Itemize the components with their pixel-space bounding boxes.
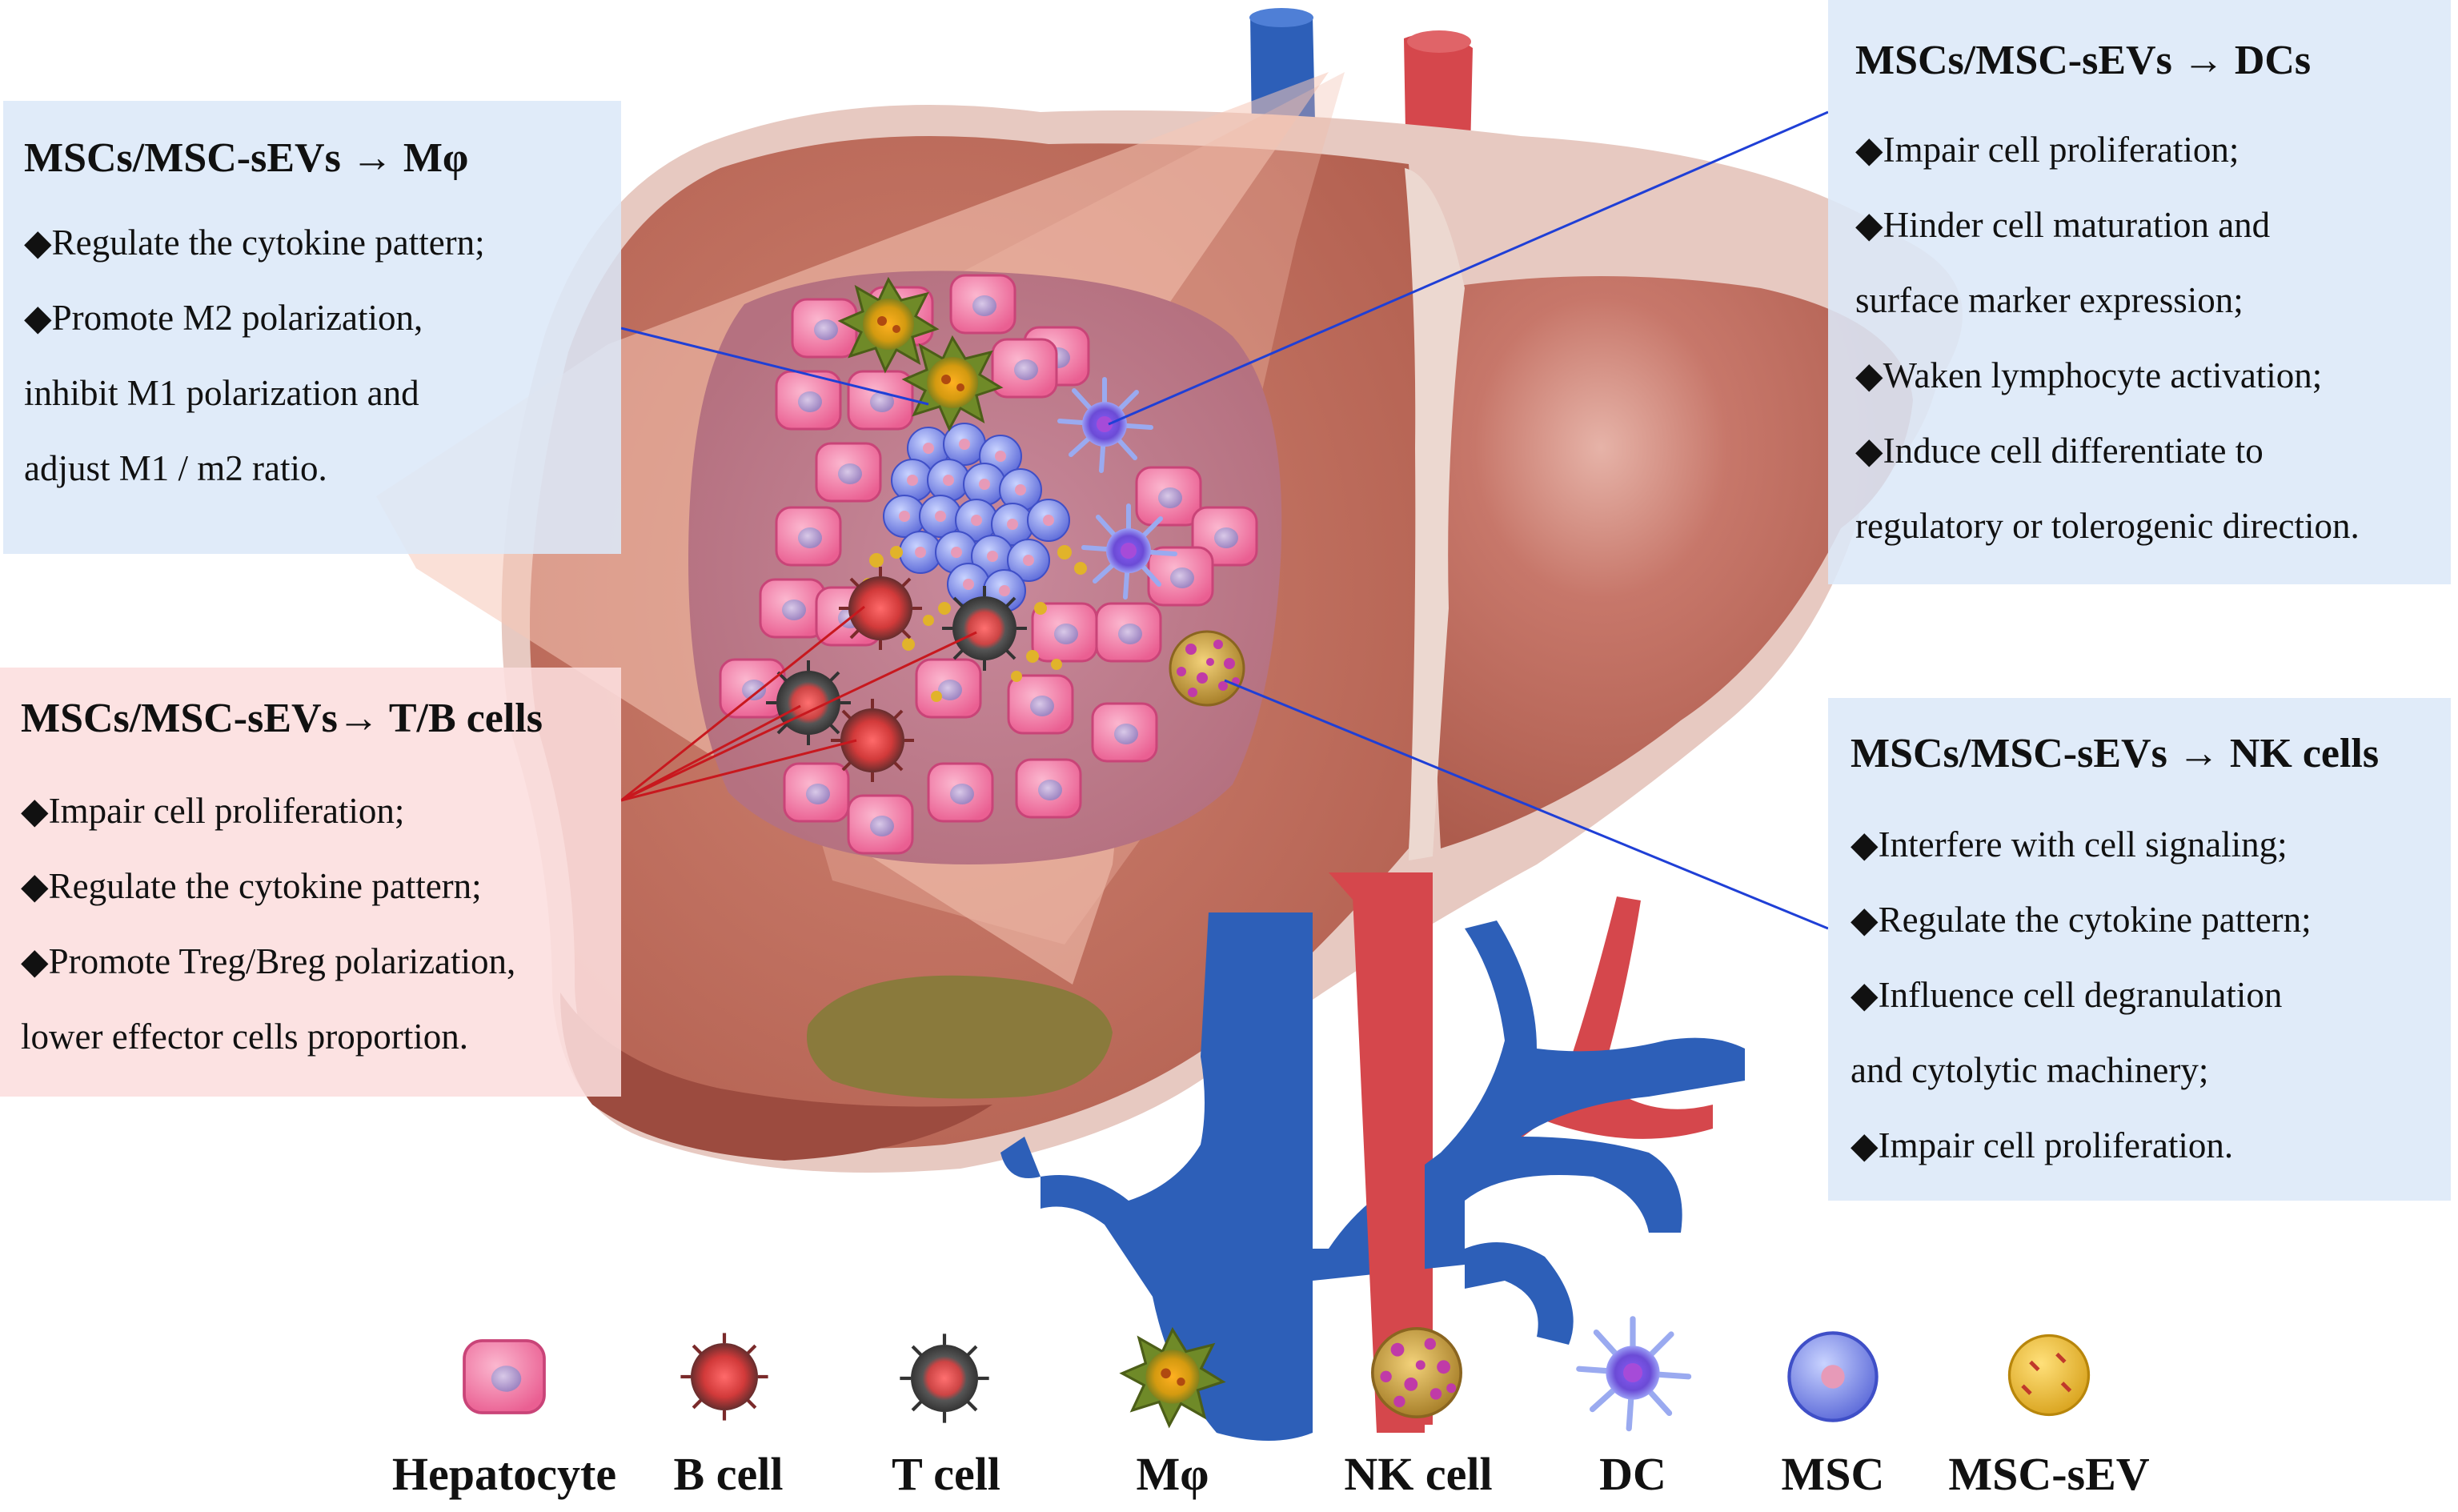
legend: Hepatocyte B cell T cell Mφ NK cell DC M… bbox=[0, 1447, 2458, 1503]
tb-cells-effect-line: ◆Impair cell proliferation; bbox=[21, 790, 405, 831]
macrophage-effect-line: ◆Promote M2 polarization, bbox=[24, 297, 423, 338]
nk-cells-effect-line: and cytolytic machinery; bbox=[1851, 1049, 2209, 1090]
nk-cells-effect-line: ◆Impair cell proliferation. bbox=[1851, 1125, 2234, 1165]
legend-label-msc-sev: MSC-sEV bbox=[1948, 1448, 2150, 1500]
legend-label-b-cell: B cell bbox=[673, 1448, 784, 1500]
tb-cells-panel-title: MSCs/MSC-sEVs→ T/B cells bbox=[21, 696, 543, 741]
legend-label-nk-cell: NK cell bbox=[1344, 1448, 1493, 1500]
nk-cells-effect-line: ◆Interfere with cell signaling; bbox=[1851, 824, 2288, 864]
portal-vessels bbox=[1000, 872, 1745, 1441]
tb-cells-effect-line: ◆Promote Treg/Breg polarization, bbox=[21, 940, 516, 981]
macrophage-panel-title: MSCs/MSC-sEVs → Mφ bbox=[24, 135, 469, 181]
nk-cells-panel-title: MSCs/MSC-sEVs → NK cells bbox=[1851, 731, 2380, 776]
msc-sev-icon bbox=[2010, 1336, 2089, 1415]
nk-cell-icon bbox=[1371, 1327, 1462, 1418]
legend-label-macrophage: Mφ bbox=[1136, 1448, 1209, 1500]
tb-cells-effects-panel: MSCs/MSC-sEVs→ T/B cells ◆Impair cell pr… bbox=[0, 668, 621, 1097]
t-cell-icon bbox=[900, 1334, 988, 1422]
legend-label-hepatocyte: Hepatocyte bbox=[391, 1448, 617, 1500]
b-cell-icon bbox=[680, 1333, 768, 1420]
dc-effect-line: ◆Induce cell differentiate to bbox=[1855, 430, 2264, 471]
nk-cells-effect-line: ◆Regulate the cytokine pattern; bbox=[1851, 899, 2312, 940]
legend-label-t-cell: T cell bbox=[892, 1448, 1000, 1500]
macrophage-effects-panel: MSCs/MSC-sEVs → Mφ ◆Regulate the cytokin… bbox=[3, 101, 621, 554]
sev-particles bbox=[862, 545, 1087, 702]
legend-label-dc: DC bbox=[1599, 1448, 1666, 1500]
dc-effect-line: regulatory or tolerogenic direction. bbox=[1855, 505, 2360, 546]
dc-effect-line: ◆Impair cell proliferation; bbox=[1855, 129, 2239, 170]
dc-effects-panel: MSCs/MSC-sEVs → DCs ◆Impair cell prolife… bbox=[1828, 0, 2451, 584]
dendritic-cell-icon bbox=[1579, 1319, 1689, 1429]
tb-cells-effect-line: ◆Regulate the cytokine pattern; bbox=[21, 865, 482, 906]
msc-icon bbox=[1789, 1333, 1876, 1420]
legend-label-msc: MSC bbox=[1781, 1448, 1885, 1500]
dc-panel-title: MSCs/MSC-sEVs → DCs bbox=[1855, 38, 2312, 83]
tb-cells-effect-line: lower effector cells proportion. bbox=[21, 1016, 468, 1057]
macrophage-effect-line: adjust M1 / m2 ratio. bbox=[24, 447, 327, 488]
macrophage-effect-line: inhibit M1 polarization and bbox=[24, 372, 419, 413]
nk-cells-effect-line: ◆Influence cell degranulation bbox=[1851, 974, 2283, 1015]
hepatocyte-icon bbox=[463, 1339, 546, 1414]
dc-effect-line: ◆Hinder cell maturation and bbox=[1855, 204, 2271, 245]
macrophage-effect-line: ◆Regulate the cytokine pattern; bbox=[24, 222, 485, 263]
dc-effect-line: surface marker expression; bbox=[1855, 279, 2243, 320]
dc-effect-line: ◆Waken lymphocyte activation; bbox=[1855, 355, 2323, 395]
nk-cells-effects-panel: MSCs/MSC-sEVs → NK cells ◆Interfere with… bbox=[1828, 698, 2451, 1201]
connector-lines bbox=[620, 110, 1829, 930]
